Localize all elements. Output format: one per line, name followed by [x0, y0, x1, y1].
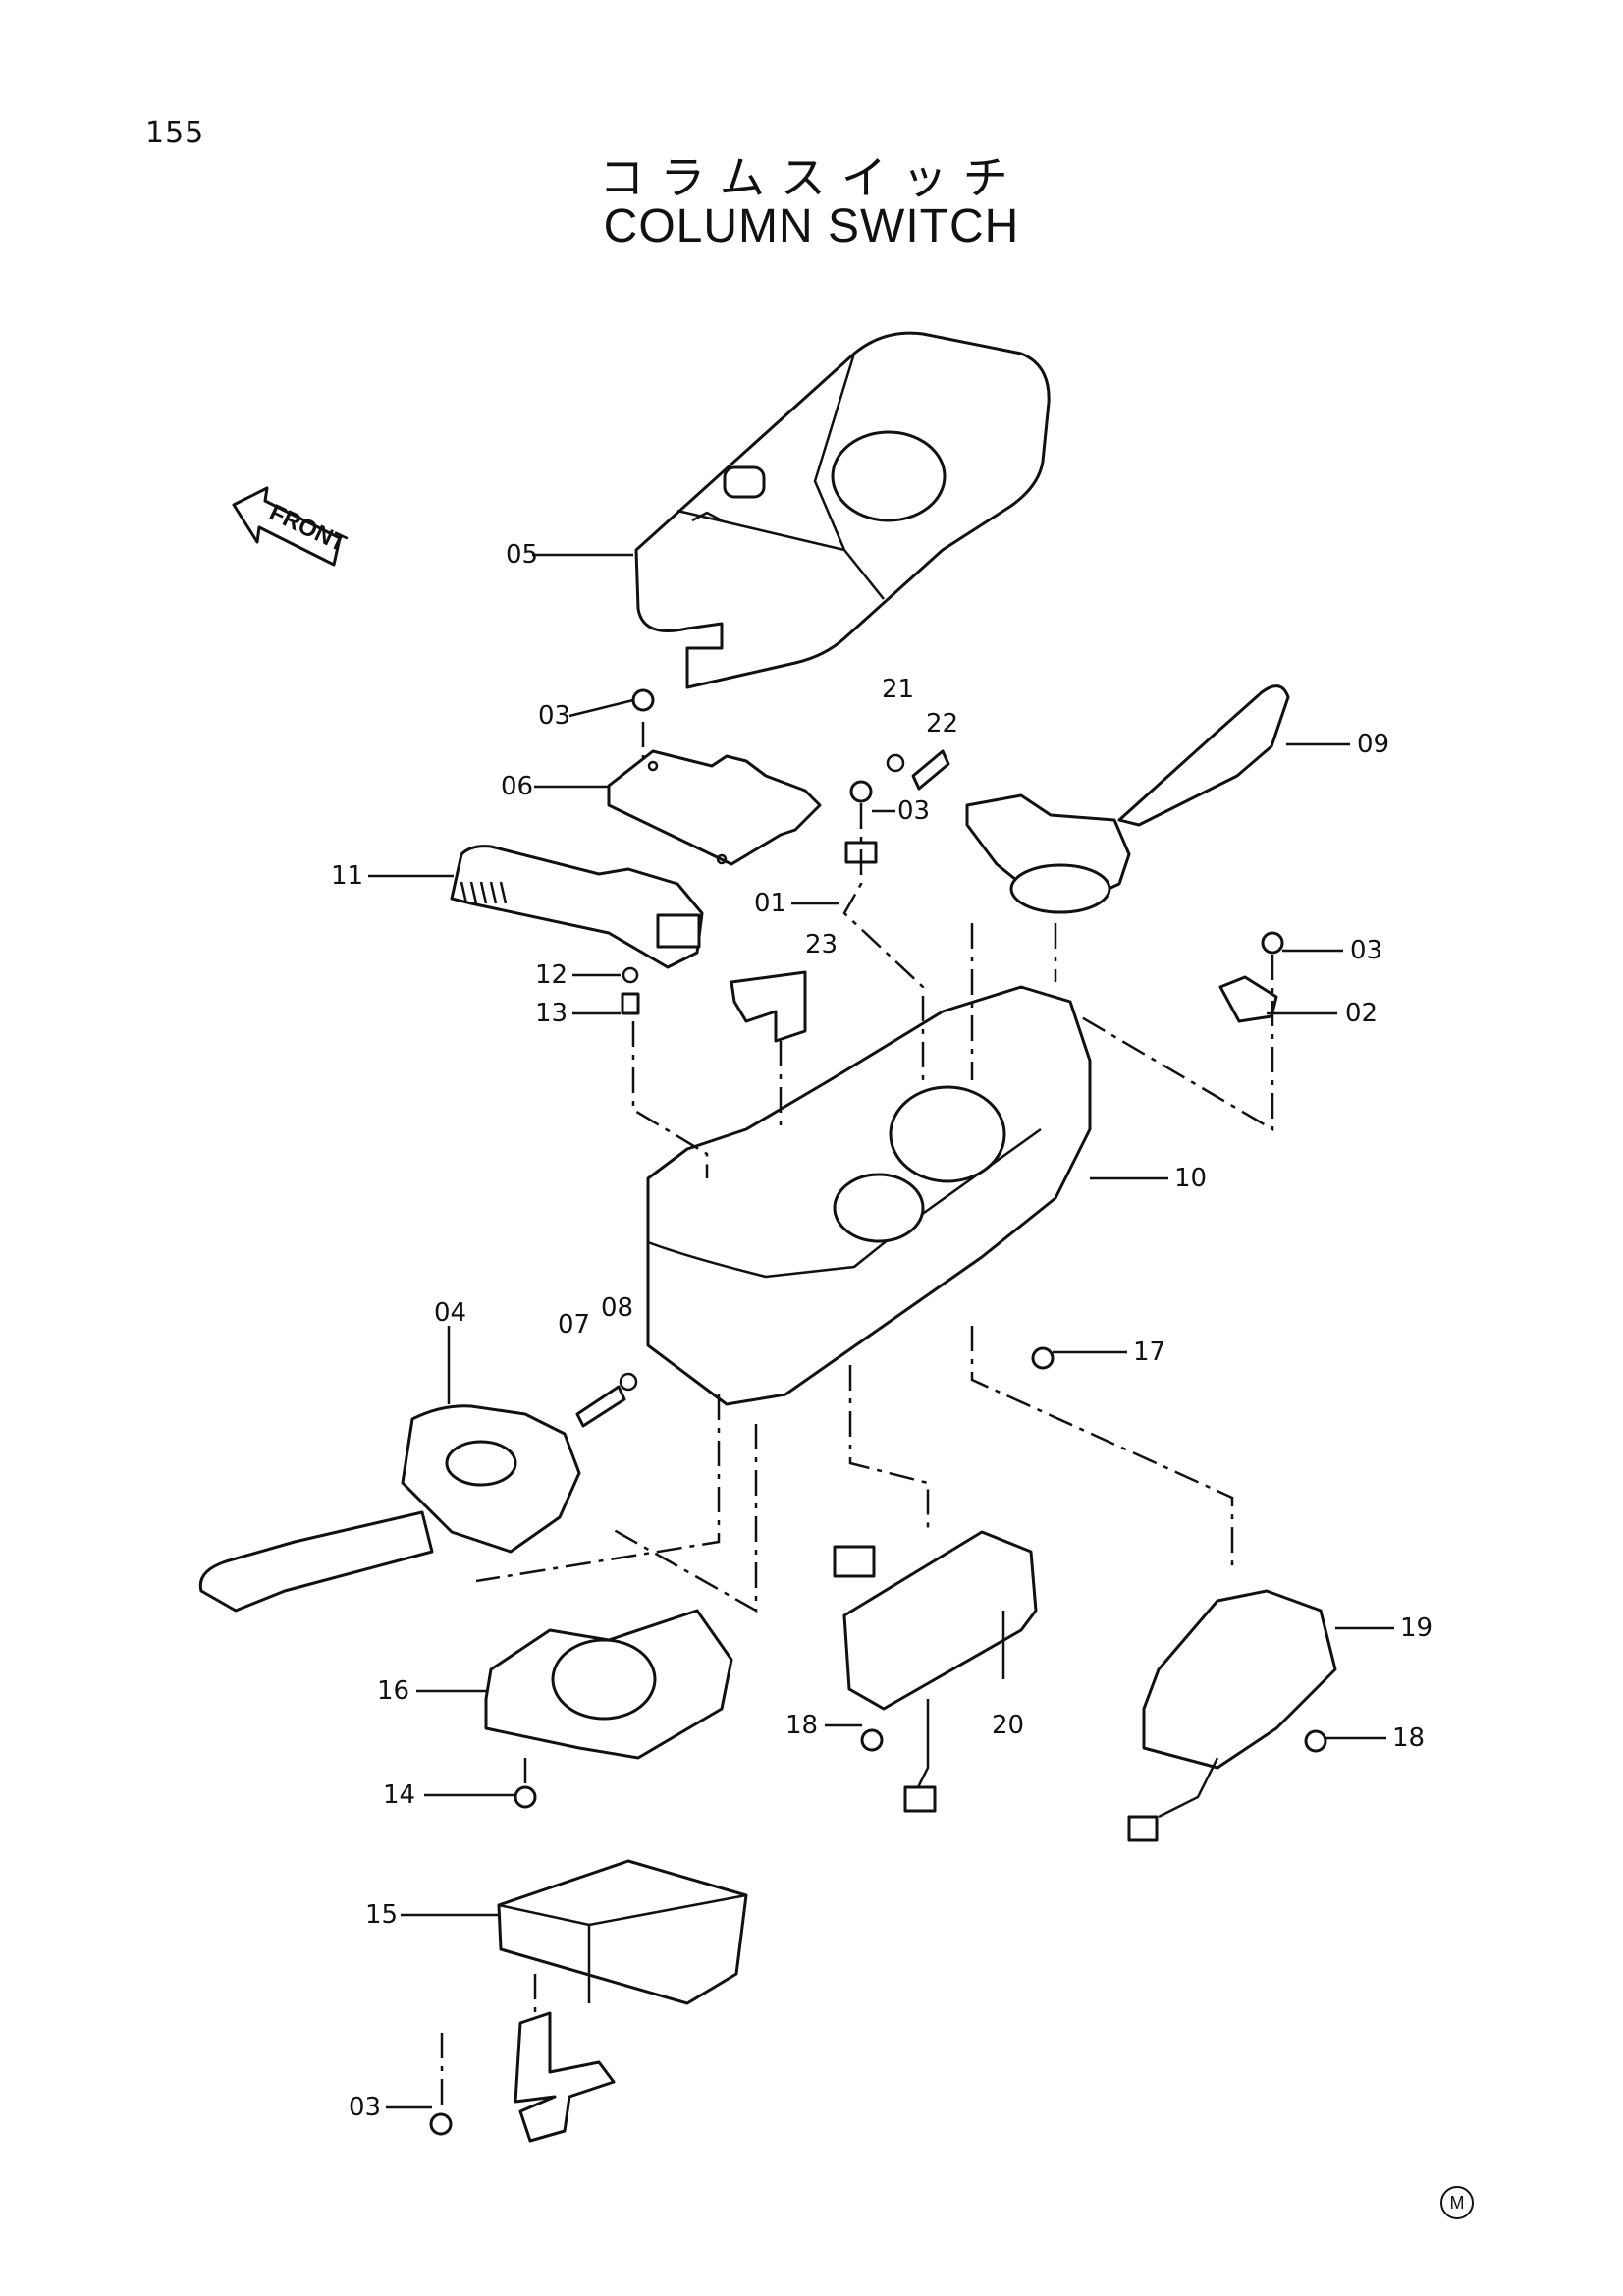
- callout-12: 12: [535, 960, 568, 990]
- callout-11: 11: [331, 861, 363, 891]
- part-19-switch: [1127, 1589, 1337, 1842]
- corner-mark: M: [1440, 2186, 1474, 2219]
- part-16-switch: [484, 1609, 733, 1760]
- callout-04: 04: [434, 1298, 466, 1328]
- callout-03: 03: [897, 796, 930, 826]
- callout-21: 21: [882, 675, 914, 704]
- callout-01: 01: [754, 889, 786, 918]
- callout-22: 22: [926, 709, 958, 738]
- callout-20: 20: [992, 1711, 1024, 1740]
- part-06-bracket-plate: [607, 749, 822, 866]
- part-11-lever: [450, 845, 704, 969]
- callout-05: 05: [506, 540, 538, 570]
- callout-06: 06: [501, 772, 533, 801]
- callout-17: 17: [1133, 1338, 1165, 1367]
- part-20-switch: [833, 1530, 1038, 1813]
- callout-labels: 05 03 06 11 21 22 09 03 01 23 03 02 12 1…: [331, 540, 1433, 2122]
- part-09-right-lever: [965, 684, 1290, 914]
- assembly-lines: [440, 722, 1274, 2111]
- callout-15: 15: [365, 1900, 398, 1930]
- part-bracket-lower: [514, 2011, 616, 2143]
- fastener-screws: [429, 688, 1327, 2136]
- callout-18: 18: [785, 1711, 818, 1740]
- page-number: 155: [145, 116, 205, 150]
- callout-23: 23: [805, 930, 838, 959]
- callout-19: 19: [1400, 1613, 1433, 1643]
- part-10-main-housing: [646, 985, 1092, 1406]
- part-15-tray: [497, 1859, 748, 2005]
- callout-02: 02: [1345, 999, 1378, 1028]
- callout-03: 03: [538, 701, 570, 731]
- callout-leader-lines: [368, 553, 1394, 2109]
- callout-08: 08: [601, 1293, 633, 1323]
- callout-13: 13: [535, 999, 568, 1028]
- callout-07: 07: [558, 1310, 590, 1339]
- callout-03: 03: [1350, 936, 1382, 965]
- callout-14: 14: [383, 1780, 415, 1810]
- callout-16: 16: [377, 1676, 409, 1706]
- callout-10: 10: [1174, 1164, 1207, 1193]
- callout-09: 09: [1357, 730, 1389, 759]
- title-japanese: コラムスイッチ: [599, 151, 1024, 204]
- title-english: COLUMN SWITCH: [603, 200, 1020, 252]
- part-04-left-switch: [198, 1404, 581, 1613]
- part-05-upper-cover: [634, 331, 1051, 689]
- callout-18: 18: [1392, 1723, 1425, 1753]
- callout-03: 03: [349, 2093, 381, 2122]
- front-direction-arrow: FRONT: [232, 486, 351, 567]
